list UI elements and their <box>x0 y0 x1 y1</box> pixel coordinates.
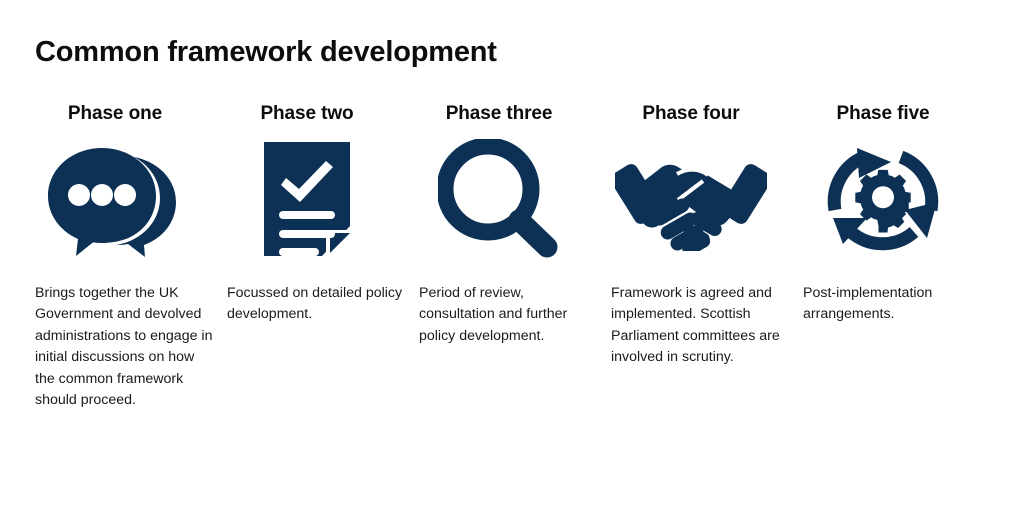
speech-bubbles-icon <box>27 133 203 265</box>
phase-item-four: Phase four <box>603 103 795 369</box>
phase-heading-one: Phase one <box>67 103 163 124</box>
phase-heading-five: Phase five <box>836 103 930 124</box>
phase-description-two: Focussed on detailed policy development. <box>227 284 403 323</box>
phase-heading-four: Phase four <box>642 103 740 124</box>
phase-item-two: Phase two Focussed on detailed policy de… <box>219 103 411 326</box>
phase-item-one: Phase one Brings together the UK Governm… <box>27 103 219 412</box>
phase-heading-two: Phase two <box>260 103 354 124</box>
magnifying-glass-icon <box>411 133 587 265</box>
gear-cycle-arrows-icon <box>795 133 971 265</box>
phase-description-four: Framework is agreed and implemented. Sco… <box>611 284 780 366</box>
handshake-icon <box>603 133 779 265</box>
document-checkmark-icon <box>219 133 395 265</box>
phase-description-three: Period of review, consultation and furth… <box>419 284 568 344</box>
phase-list: Phase one Brings together the UK Governm… <box>27 103 1007 412</box>
phase-description-five: Post-implementation arrangements. <box>803 284 933 323</box>
page-title: Common framework development <box>35 36 497 68</box>
phase-description-one: Brings together the UK Government and de… <box>35 284 213 409</box>
phase-heading-three: Phase three <box>445 103 553 124</box>
phase-item-three: Phase three Period of review, consultati… <box>411 103 603 347</box>
phase-item-five: Phase five <box>795 103 987 326</box>
